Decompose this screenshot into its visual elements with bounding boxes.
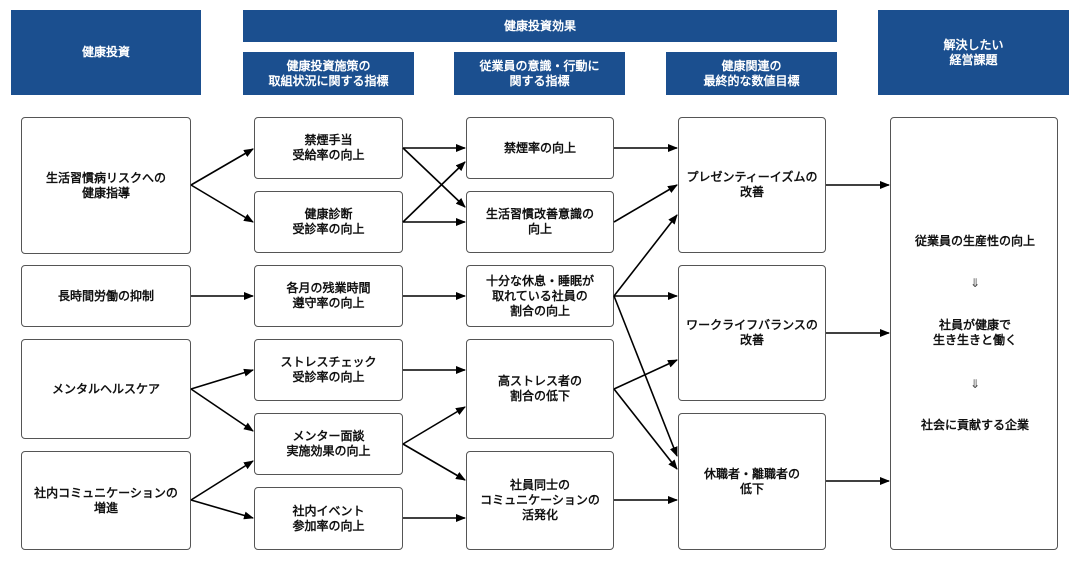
- arrow: [190, 499, 254, 520]
- header-final-targets: 健康関連の 最終的な数値目標: [666, 52, 837, 95]
- arrow: [190, 388, 254, 432]
- arrow: [613, 214, 678, 297]
- arrow: [190, 184, 254, 223]
- investment-overtime-reduction: 長時間労働の抑制: [21, 265, 191, 327]
- behavior-communication-activation: 社員同士の コミュニケーションの 活発化: [466, 451, 614, 550]
- investment-lifestyle-guidance: 生活習慣病リスクへの 健康指導: [21, 117, 191, 254]
- down-arrow-icon: ⇓: [969, 276, 981, 290]
- initiative-smoking-allowance: 禁煙手当 受給率の向上: [254, 117, 403, 179]
- arrow: [613, 184, 678, 223]
- initiative-health-checkup: 健康診断 受診率の向上: [254, 191, 403, 253]
- header-initiative-indicators: 健康投資施策の 取組状況に関する指標: [243, 52, 414, 95]
- investment-internal-communication: 社内コミュニケーションの 増進: [21, 451, 191, 550]
- header-business-issues: 解決したい 経営課題: [878, 10, 1069, 95]
- initiative-stress-check: ストレスチェック 受診率の向上: [254, 339, 403, 401]
- investment-mental-health-care: メンタルヘルスケア: [21, 339, 191, 439]
- arrow: [402, 443, 466, 481]
- arrow: [190, 368, 254, 390]
- goal-productivity: 従業員の生産性の向上: [914, 234, 1035, 248]
- header-health-investment: 健康投資: [11, 10, 201, 95]
- header-investment-effects: 健康投資効果: [243, 10, 837, 42]
- behavior-high-stress-reduction: 高ストレス者の 割合の低下: [466, 339, 614, 439]
- behavior-smoking-cessation: 禁煙率の向上: [466, 117, 614, 179]
- arrow: [402, 147, 466, 208]
- arrow: [613, 388, 678, 470]
- business-goals-box: 従業員の生産性の向上 ⇓ 社員が健康で 生き生きと働く ⇓ 社会に貢献する企業: [890, 117, 1058, 550]
- target-work-life-balance: ワークライフバランスの 改善: [678, 265, 826, 401]
- target-presenteeism: プレゼンティーイズムの 改善: [678, 117, 826, 253]
- arrow: [613, 359, 678, 390]
- arrow: [613, 295, 678, 457]
- behavior-sufficient-rest: 十分な休息・睡眠が 取れている社員の 割合の向上: [466, 265, 614, 327]
- initiative-internal-events: 社内イベント 参加率の向上: [254, 487, 403, 550]
- initiative-mentor-interview: メンター面談 実施効果の向上: [254, 413, 403, 475]
- initiative-overtime-compliance: 各月の残業時間 遵守率の向上: [254, 265, 403, 327]
- goal-healthy-employees: 社員が健康で 生き生きと働く: [932, 318, 1017, 347]
- behavior-lifestyle-awareness: 生活習慣改善意識の 向上: [466, 191, 614, 253]
- header-behavior-indicators: 従業員の意識・行動に 関する指標: [454, 52, 625, 95]
- arrow: [402, 161, 466, 223]
- arrow: [190, 148, 254, 186]
- arrow: [402, 406, 466, 445]
- arrow: [190, 460, 254, 501]
- down-arrow-icon: ⇓: [969, 377, 981, 391]
- target-absence-turnover: 休職者・離職者の 低下: [678, 413, 826, 550]
- goal-contributing-company: 社会に貢献する企業: [920, 418, 1029, 432]
